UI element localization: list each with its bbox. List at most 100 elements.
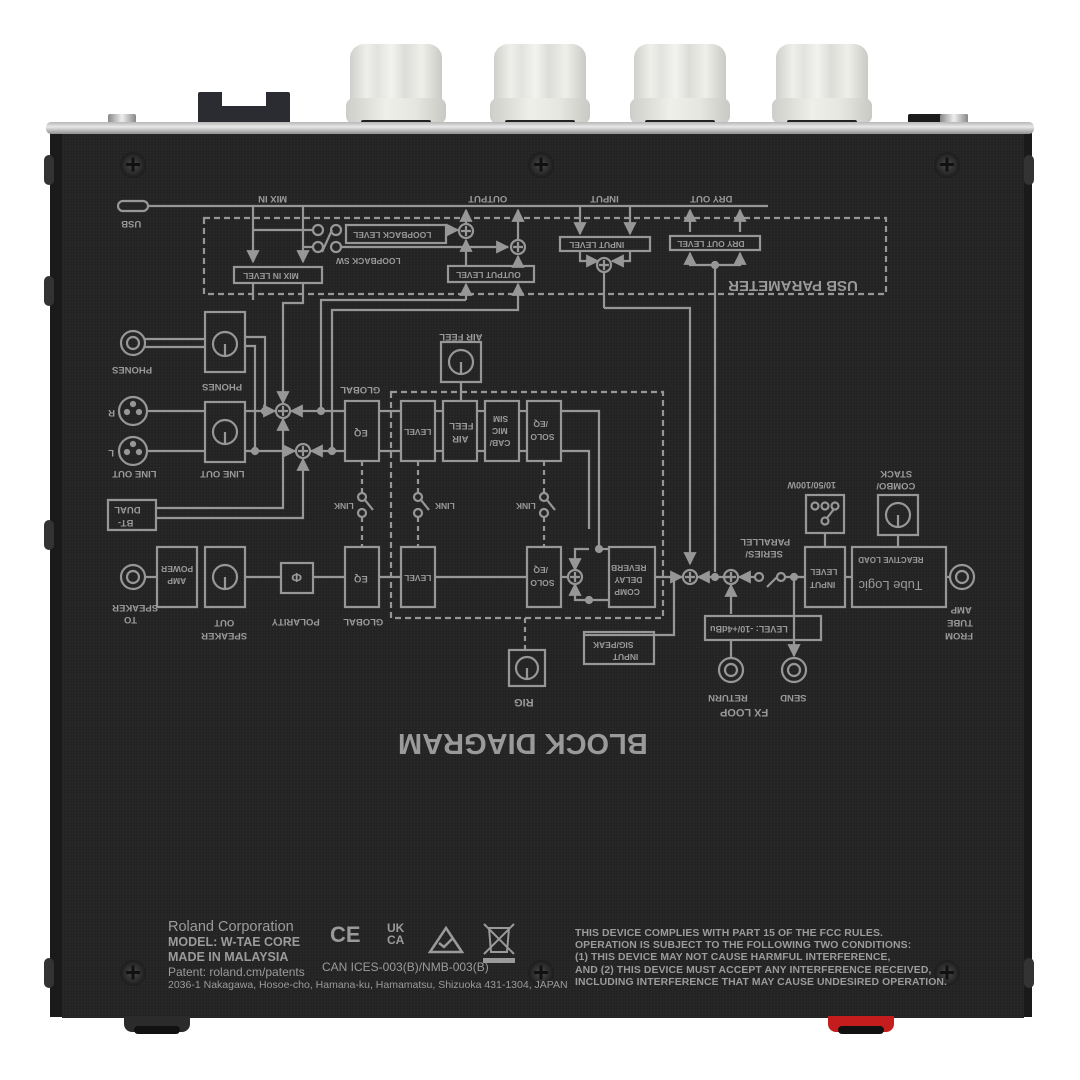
- speaker-out-label-1: SPEAKER: [201, 630, 247, 641]
- side-bump: [44, 520, 54, 550]
- screw-icon: [528, 152, 554, 178]
- rig-knob-block: [507, 648, 547, 688]
- screw-icon: [120, 152, 146, 178]
- from-tube-amp-1: FROM: [945, 630, 973, 641]
- screw-icon: [120, 960, 146, 986]
- level-label: LEVEL: [404, 427, 431, 437]
- l-label: L: [108, 447, 114, 458]
- phones-jack-icon: [119, 329, 147, 357]
- air-feel-label: AIR FEEL: [439, 331, 482, 342]
- side-bump: [1024, 958, 1034, 988]
- usb-parameter-box: [202, 216, 888, 296]
- side-bump: [44, 155, 54, 185]
- cab-mic-sim-block: [483, 399, 521, 463]
- polarity-symbol: Φ: [291, 570, 302, 585]
- input-sig-peak-2: SIG/PEAK: [592, 640, 633, 650]
- side-bump: [44, 958, 54, 988]
- cab-mic-sim-2: MIC: [492, 426, 508, 436]
- fcc-statement: THIS DEVICE COMPLIES WITH PART 15 OF THE…: [575, 928, 947, 989]
- rubber-foot-inner: [838, 1026, 884, 1034]
- address: 2036-1 Nakagawa, Hosoe-cho, Hamana-ku, H…: [168, 979, 568, 991]
- certification: CAN ICES-003(B)/NMB-003(B): [322, 960, 489, 974]
- input-level-block: [558, 235, 652, 253]
- side-bump: [1024, 155, 1034, 185]
- patent-link: Patent: roland.cm/patents: [168, 965, 305, 979]
- knob-3[interactable]: [630, 44, 730, 124]
- series-parallel-2: PARALLEL: [740, 536, 790, 547]
- solo-eq-1: SOLO: [530, 432, 554, 442]
- company-name: Roland Corporation: [168, 919, 294, 935]
- ce-mark-icon: CE: [330, 922, 361, 947]
- air-feel-block-1: AIR: [452, 433, 469, 444]
- eq-lower-label: EQ: [354, 573, 368, 584]
- reactive-load-label: REACTIVE LOAD: [858, 555, 924, 564]
- return-label: RETURN: [708, 692, 748, 703]
- global-upper-label: GLOBAL: [340, 384, 380, 395]
- combo-stack-2: STACK: [880, 468, 912, 479]
- power-amp-label-2: AMP: [167, 576, 186, 586]
- phones-knob-block: [203, 310, 247, 374]
- power-amp-label-1: POWER: [161, 564, 193, 574]
- bt-dual-block: [106, 498, 158, 532]
- rcm-mark-icon: [428, 926, 464, 954]
- bottom-panel: [62, 130, 1024, 1018]
- bt-dual-label-2: DUAL: [114, 504, 141, 515]
- level-lower-label: LEVEL: [404, 573, 431, 583]
- usb-parameter-label: USB PARAMETER: [728, 277, 858, 294]
- input-level-label: INPUT LEVEL: [569, 240, 624, 250]
- solo-eq-lower-block: [525, 545, 563, 609]
- dry-out-level-label: DRY OUT LEVEL: [677, 239, 745, 249]
- to-speaker-label-1: TO: [124, 614, 137, 625]
- fx-level-block: [703, 614, 823, 642]
- reverb-label: REVERB: [611, 563, 646, 573]
- block-diagram-title: BLOCK DIAGRAM: [398, 727, 648, 759]
- from-tube-amp-3: AMP: [950, 604, 972, 615]
- fcc-line: OPERATION IS SUBJECT TO THE FOLLOWING TW…: [575, 940, 912, 952]
- input-sig-peak-block: [582, 630, 656, 666]
- global-lower-label: GLOBAL: [343, 616, 383, 627]
- solo-eq-2: /EQ: [533, 419, 548, 429]
- r-label: R: [108, 407, 115, 418]
- comp-label: COMP: [614, 587, 640, 597]
- fcc-line: AND (2) THIS DEVICE MUST ACCEPT ANY INTE…: [575, 964, 932, 976]
- mix-in-label: MIX IN: [258, 193, 287, 204]
- link-label-2: LINK: [434, 501, 455, 511]
- ukca-mark-icon: UK CA: [387, 921, 405, 947]
- loopback-sw-label: LOOPBACK SW: [335, 256, 401, 266]
- knob-1[interactable]: [346, 44, 446, 124]
- line-out-knob-label: LINE OUT: [200, 468, 245, 479]
- label-block: Roland Corporation MODEL: W-TAE CORE MAD…: [168, 920, 305, 980]
- wattage-label: 10/50/100W: [787, 480, 836, 490]
- to-speaker-label-2: SPEAKER: [112, 602, 158, 613]
- phones-knob-label: PHONES: [202, 381, 242, 392]
- phones-jack-label: PHONES: [112, 364, 152, 375]
- speaker-out-label-2: OUT: [214, 617, 234, 628]
- knob-2[interactable]: [490, 44, 590, 124]
- loopback-level-block: [344, 223, 448, 245]
- bt-dual-label-1: BT-: [118, 517, 133, 528]
- to-speaker-jack-icon: [119, 563, 147, 591]
- screw-icon: [934, 152, 960, 178]
- line-out-knob-block: [203, 400, 247, 464]
- mix-in-level-label: MIX IN LEVEL: [243, 271, 299, 281]
- dry-out-label: DRY OUT: [690, 193, 732, 204]
- input-label: INPUT: [590, 193, 619, 204]
- solo-eq-block: [525, 399, 563, 463]
- knob-4[interactable]: [772, 44, 872, 124]
- rubber-foot-inner: [134, 1026, 180, 1034]
- link-label-1: LINK: [333, 501, 354, 511]
- top-connector: [198, 92, 290, 124]
- screw-icon: [528, 960, 554, 986]
- line-out-jack-label: LINE OUT: [112, 468, 157, 479]
- input-level-right-1: INPUT: [809, 580, 835, 590]
- input-level-right-2: LEVEL: [810, 567, 837, 577]
- air-feel-block-2: FEEL: [449, 420, 473, 431]
- fcc-line: (1) THIS DEVICE MAY NOT CAUSE HARMFUL IN…: [575, 952, 891, 964]
- output-label: OUTPUT: [468, 193, 507, 204]
- mix-in-level-block: [232, 265, 324, 285]
- output-level-label: OUTPUT LEVEL: [456, 270, 521, 280]
- send-label: SEND: [780, 692, 807, 703]
- loopback-level-label: LOOPBACK LEVEL: [353, 230, 431, 240]
